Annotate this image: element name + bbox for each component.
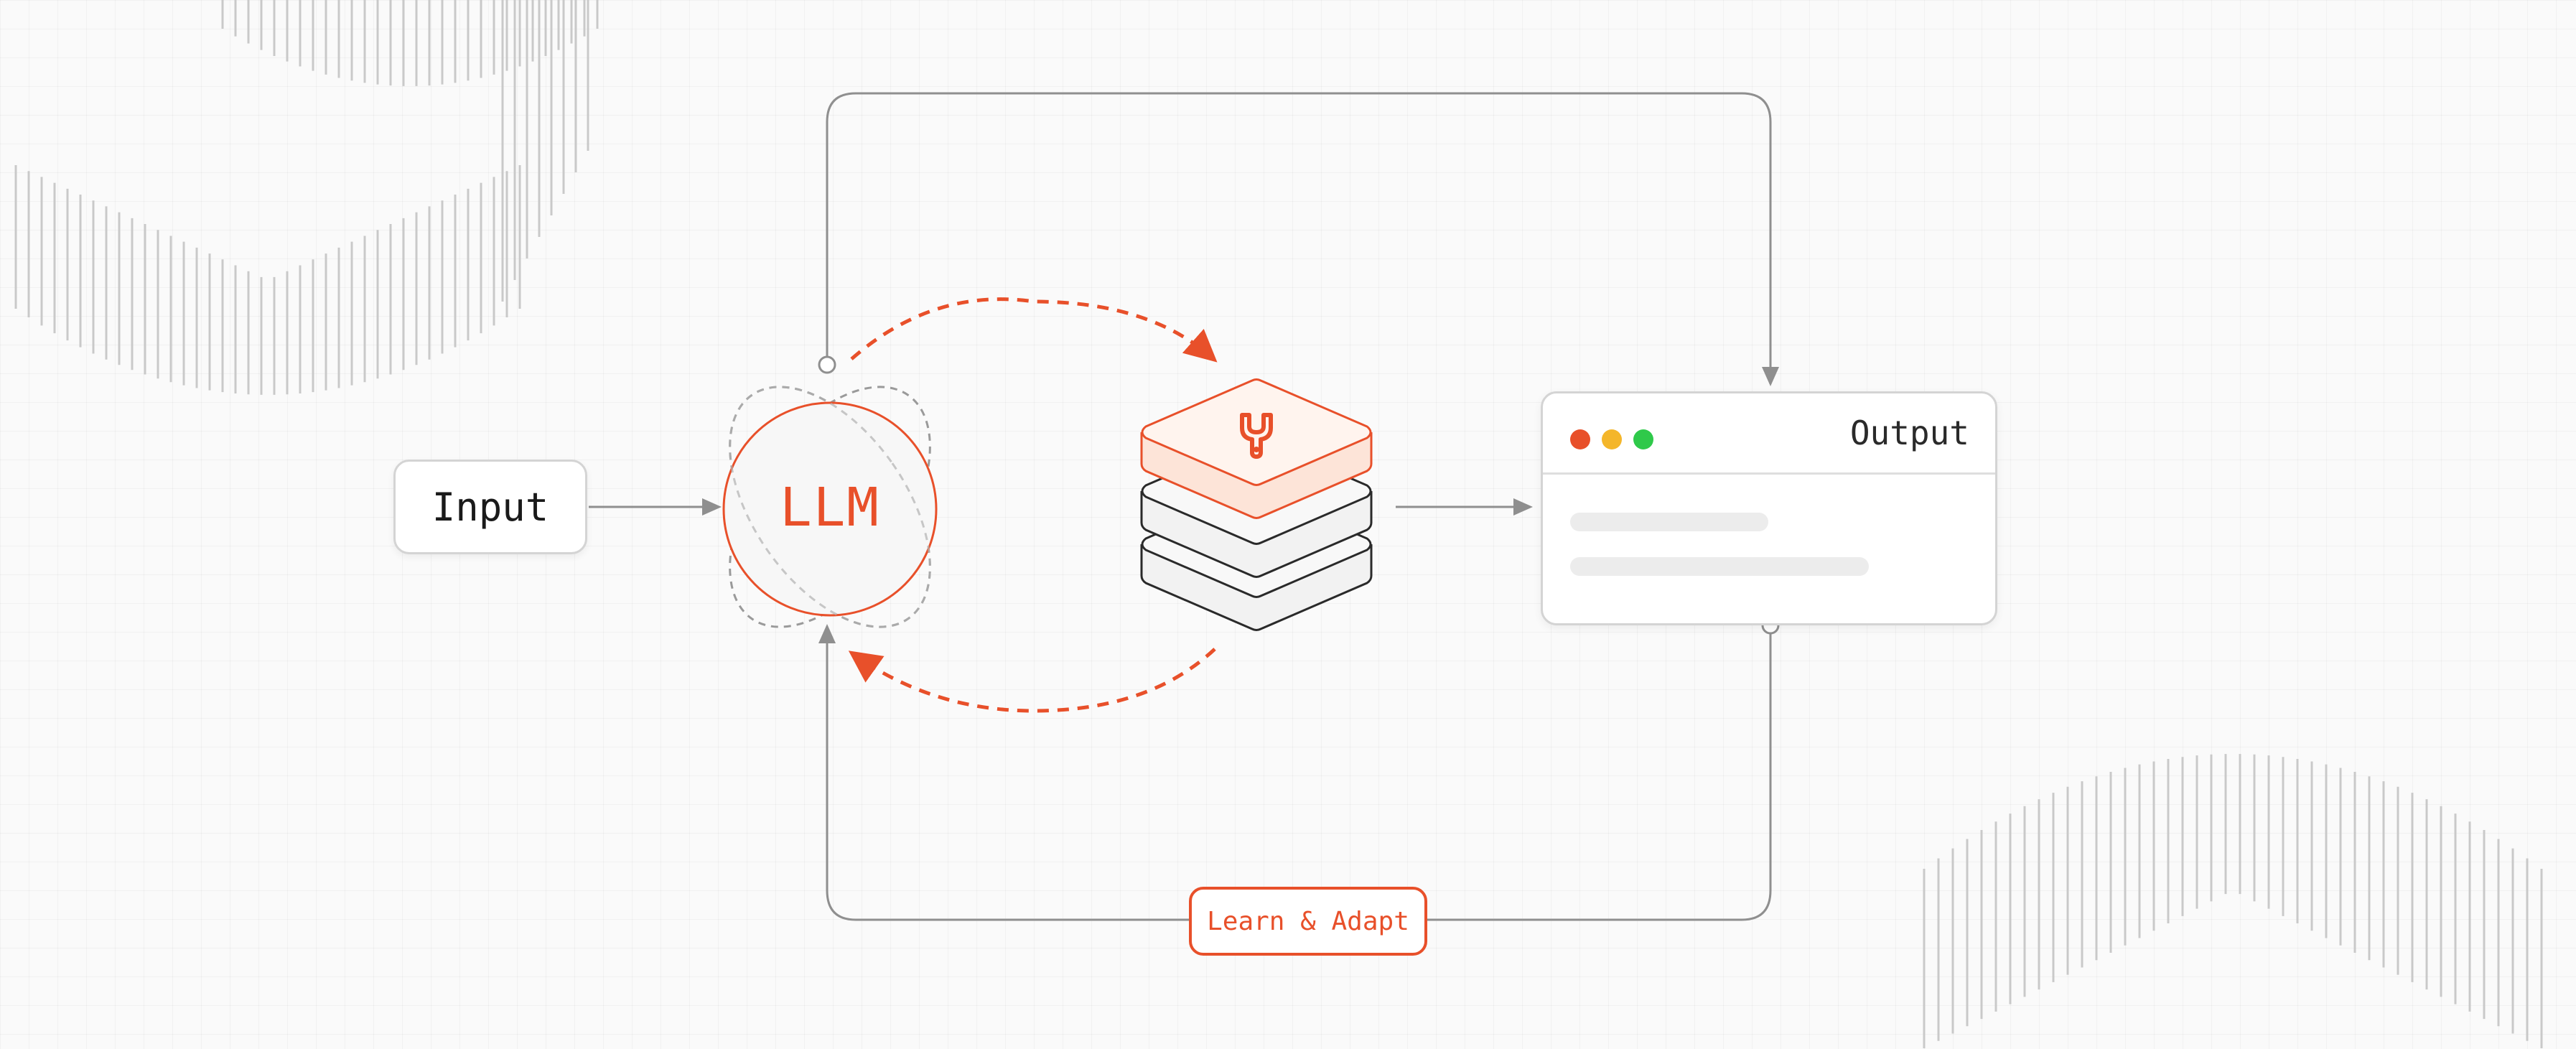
maximize-dot-icon (1633, 429, 1653, 449)
llm-to-tools-arc (850, 297, 1218, 363)
llm-label: LLM (780, 477, 880, 539)
output-skeleton-line-2 (1570, 557, 1869, 576)
input-node: Input (393, 460, 587, 554)
minimize-dot-icon (1602, 429, 1622, 449)
tool-stack (1140, 378, 1373, 631)
close-dot-icon (1570, 429, 1590, 449)
output-skeleton-line-1 (1570, 513, 1768, 531)
learn-adapt-badge: Learn & Adapt (1189, 887, 1427, 956)
input-label: Input (431, 484, 549, 530)
loop-top-path (826, 92, 1779, 386)
tools-to-llm-arc (848, 648, 1216, 713)
loop-bottom-path (818, 624, 1772, 921)
llm-top-port (818, 355, 836, 374)
wrench-icon (1240, 413, 1273, 459)
learn-adapt-label: Learn & Adapt (1207, 906, 1409, 936)
output-window: Output (1541, 391, 1997, 625)
output-titlebar: Output (1543, 393, 1995, 475)
output-title: Output (1849, 414, 1969, 452)
